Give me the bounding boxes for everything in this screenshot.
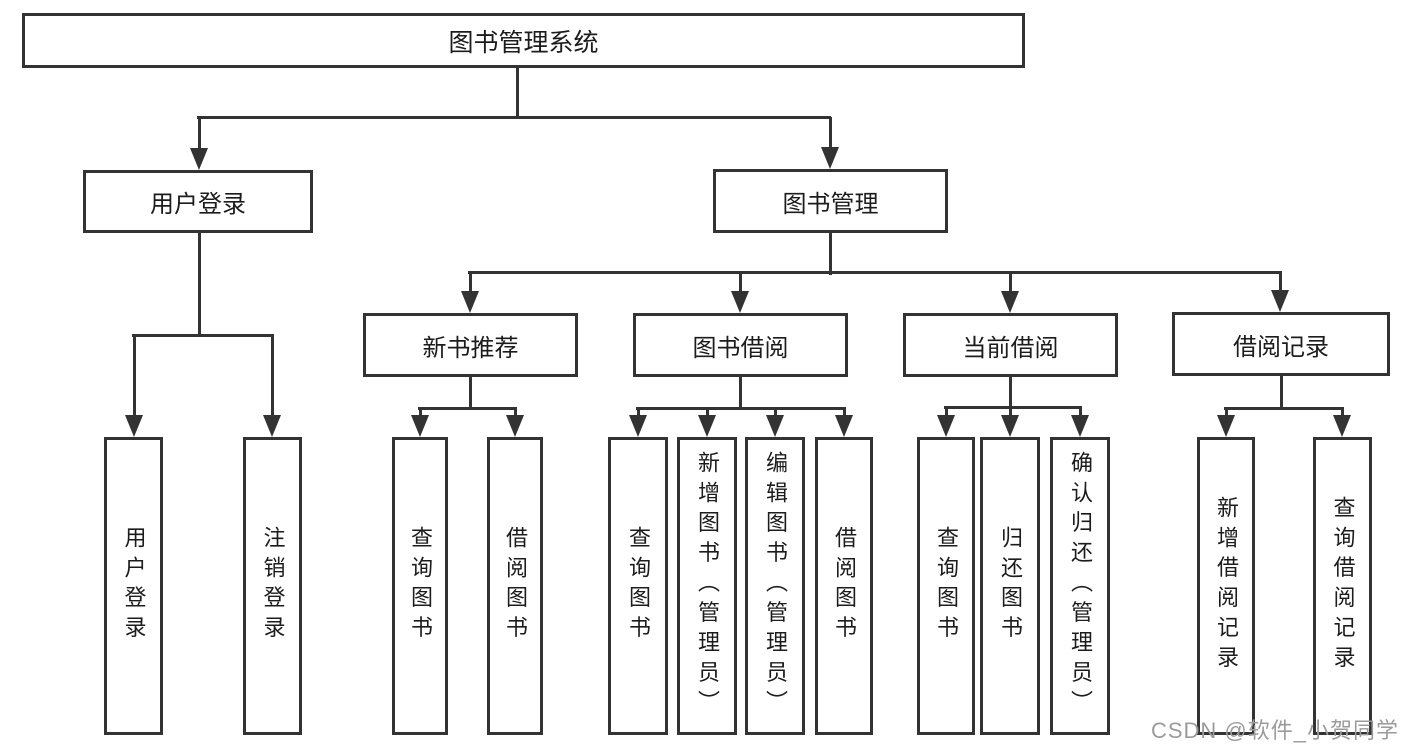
connector-vline: [132, 335, 136, 417]
node-leaf-borrow-book-2: 借阅图书: [815, 437, 873, 735]
connector-vline: [468, 377, 472, 409]
connector-vline: [1008, 272, 1012, 293]
arrow-down-icon: [1217, 415, 1235, 437]
node-borrow-records: 借阅记录: [1172, 312, 1390, 376]
connector-vline: [636, 408, 640, 417]
arrow-down-icon: [1333, 415, 1351, 437]
arrow-down-icon: [506, 415, 524, 437]
node-book-management: 图书管理: [713, 169, 948, 233]
arrow-down-icon: [835, 415, 853, 437]
connector-vline: [1008, 377, 1012, 409]
csdn-watermark: CSDN @软件_小贺同学: [1150, 718, 1399, 743]
connector-vline: [738, 272, 742, 293]
node-leaf-add-book-admin: 新增图书（管理员）: [677, 437, 737, 735]
arrow-down-icon: [1271, 290, 1289, 312]
connector-hline: [1224, 406, 1344, 410]
connector-vline: [828, 117, 832, 149]
node-leaf-confirm-return-admin: 确认归还（管理员）: [1050, 437, 1110, 735]
arrow-down-icon: [821, 147, 839, 169]
arrow-down-icon: [1071, 415, 1089, 437]
connector-vline: [1278, 272, 1282, 292]
connector-vline: [1279, 375, 1283, 409]
connector-vline: [1340, 408, 1344, 417]
arrow-down-icon: [125, 415, 143, 437]
arrow-down-icon: [411, 415, 429, 437]
node-leaf-edit-book-admin: 编辑图书（管理员）: [745, 437, 805, 735]
connector-vline: [515, 68, 519, 118]
connector-hline: [468, 270, 1282, 274]
arrow-down-icon: [461, 291, 479, 313]
connector-hline: [132, 333, 274, 337]
node-leaf-query-borrow-record: 查询借阅记录: [1313, 437, 1372, 735]
connector-hline: [418, 406, 517, 410]
connector-vline: [1224, 408, 1228, 417]
node-leaf-query-book-1: 查询图书: [392, 437, 448, 735]
node-leaf-user-login: 用户登录: [104, 437, 163, 735]
arrow-down-icon: [263, 415, 281, 437]
connector-vline: [1078, 407, 1082, 417]
arrow-down-icon: [731, 291, 749, 313]
connector-vline: [944, 407, 948, 417]
connector-vline: [468, 272, 472, 293]
arrow-down-icon: [698, 415, 716, 437]
node-new-book-recommend: 新书推荐: [363, 313, 578, 377]
node-library-management-system: 图书管理系统: [22, 13, 1025, 68]
node-leaf-query-book-2: 查询图书: [608, 437, 668, 735]
node-leaf-logout: 注销登录: [243, 437, 302, 735]
arrow-down-icon: [190, 148, 208, 170]
connector-hline: [197, 115, 831, 119]
arrow-down-icon: [937, 415, 955, 437]
connector-vline: [828, 233, 832, 275]
connector-vline: [197, 117, 201, 150]
connector-vline: [738, 377, 742, 409]
connector-vline: [270, 335, 274, 417]
node-leaf-query-book-3: 查询图书: [917, 437, 975, 735]
connector-vline: [197, 233, 201, 336]
connector-vline: [513, 408, 517, 417]
connector-vline: [773, 408, 777, 417]
node-leaf-add-borrow-record: 新增借阅记录: [1197, 437, 1255, 735]
connector-vline: [842, 408, 846, 417]
arrow-down-icon: [1001, 291, 1019, 313]
node-leaf-return-book: 归还图书: [980, 437, 1040, 735]
node-user-login: 用户登录: [83, 170, 313, 233]
arrow-down-icon: [766, 415, 784, 437]
node-book-borrowing: 图书借阅: [633, 313, 848, 377]
node-current-borrowing: 当前借阅: [903, 313, 1118, 377]
node-leaf-borrow-book-1: 借阅图书: [487, 437, 543, 735]
connector-vline: [418, 408, 422, 417]
connector-vline: [1008, 407, 1012, 417]
connector-hline: [944, 405, 1082, 409]
arrow-down-icon: [1001, 415, 1019, 437]
connector-vline: [705, 408, 709, 417]
arrow-down-icon: [629, 415, 647, 437]
connector-hline: [636, 406, 846, 410]
